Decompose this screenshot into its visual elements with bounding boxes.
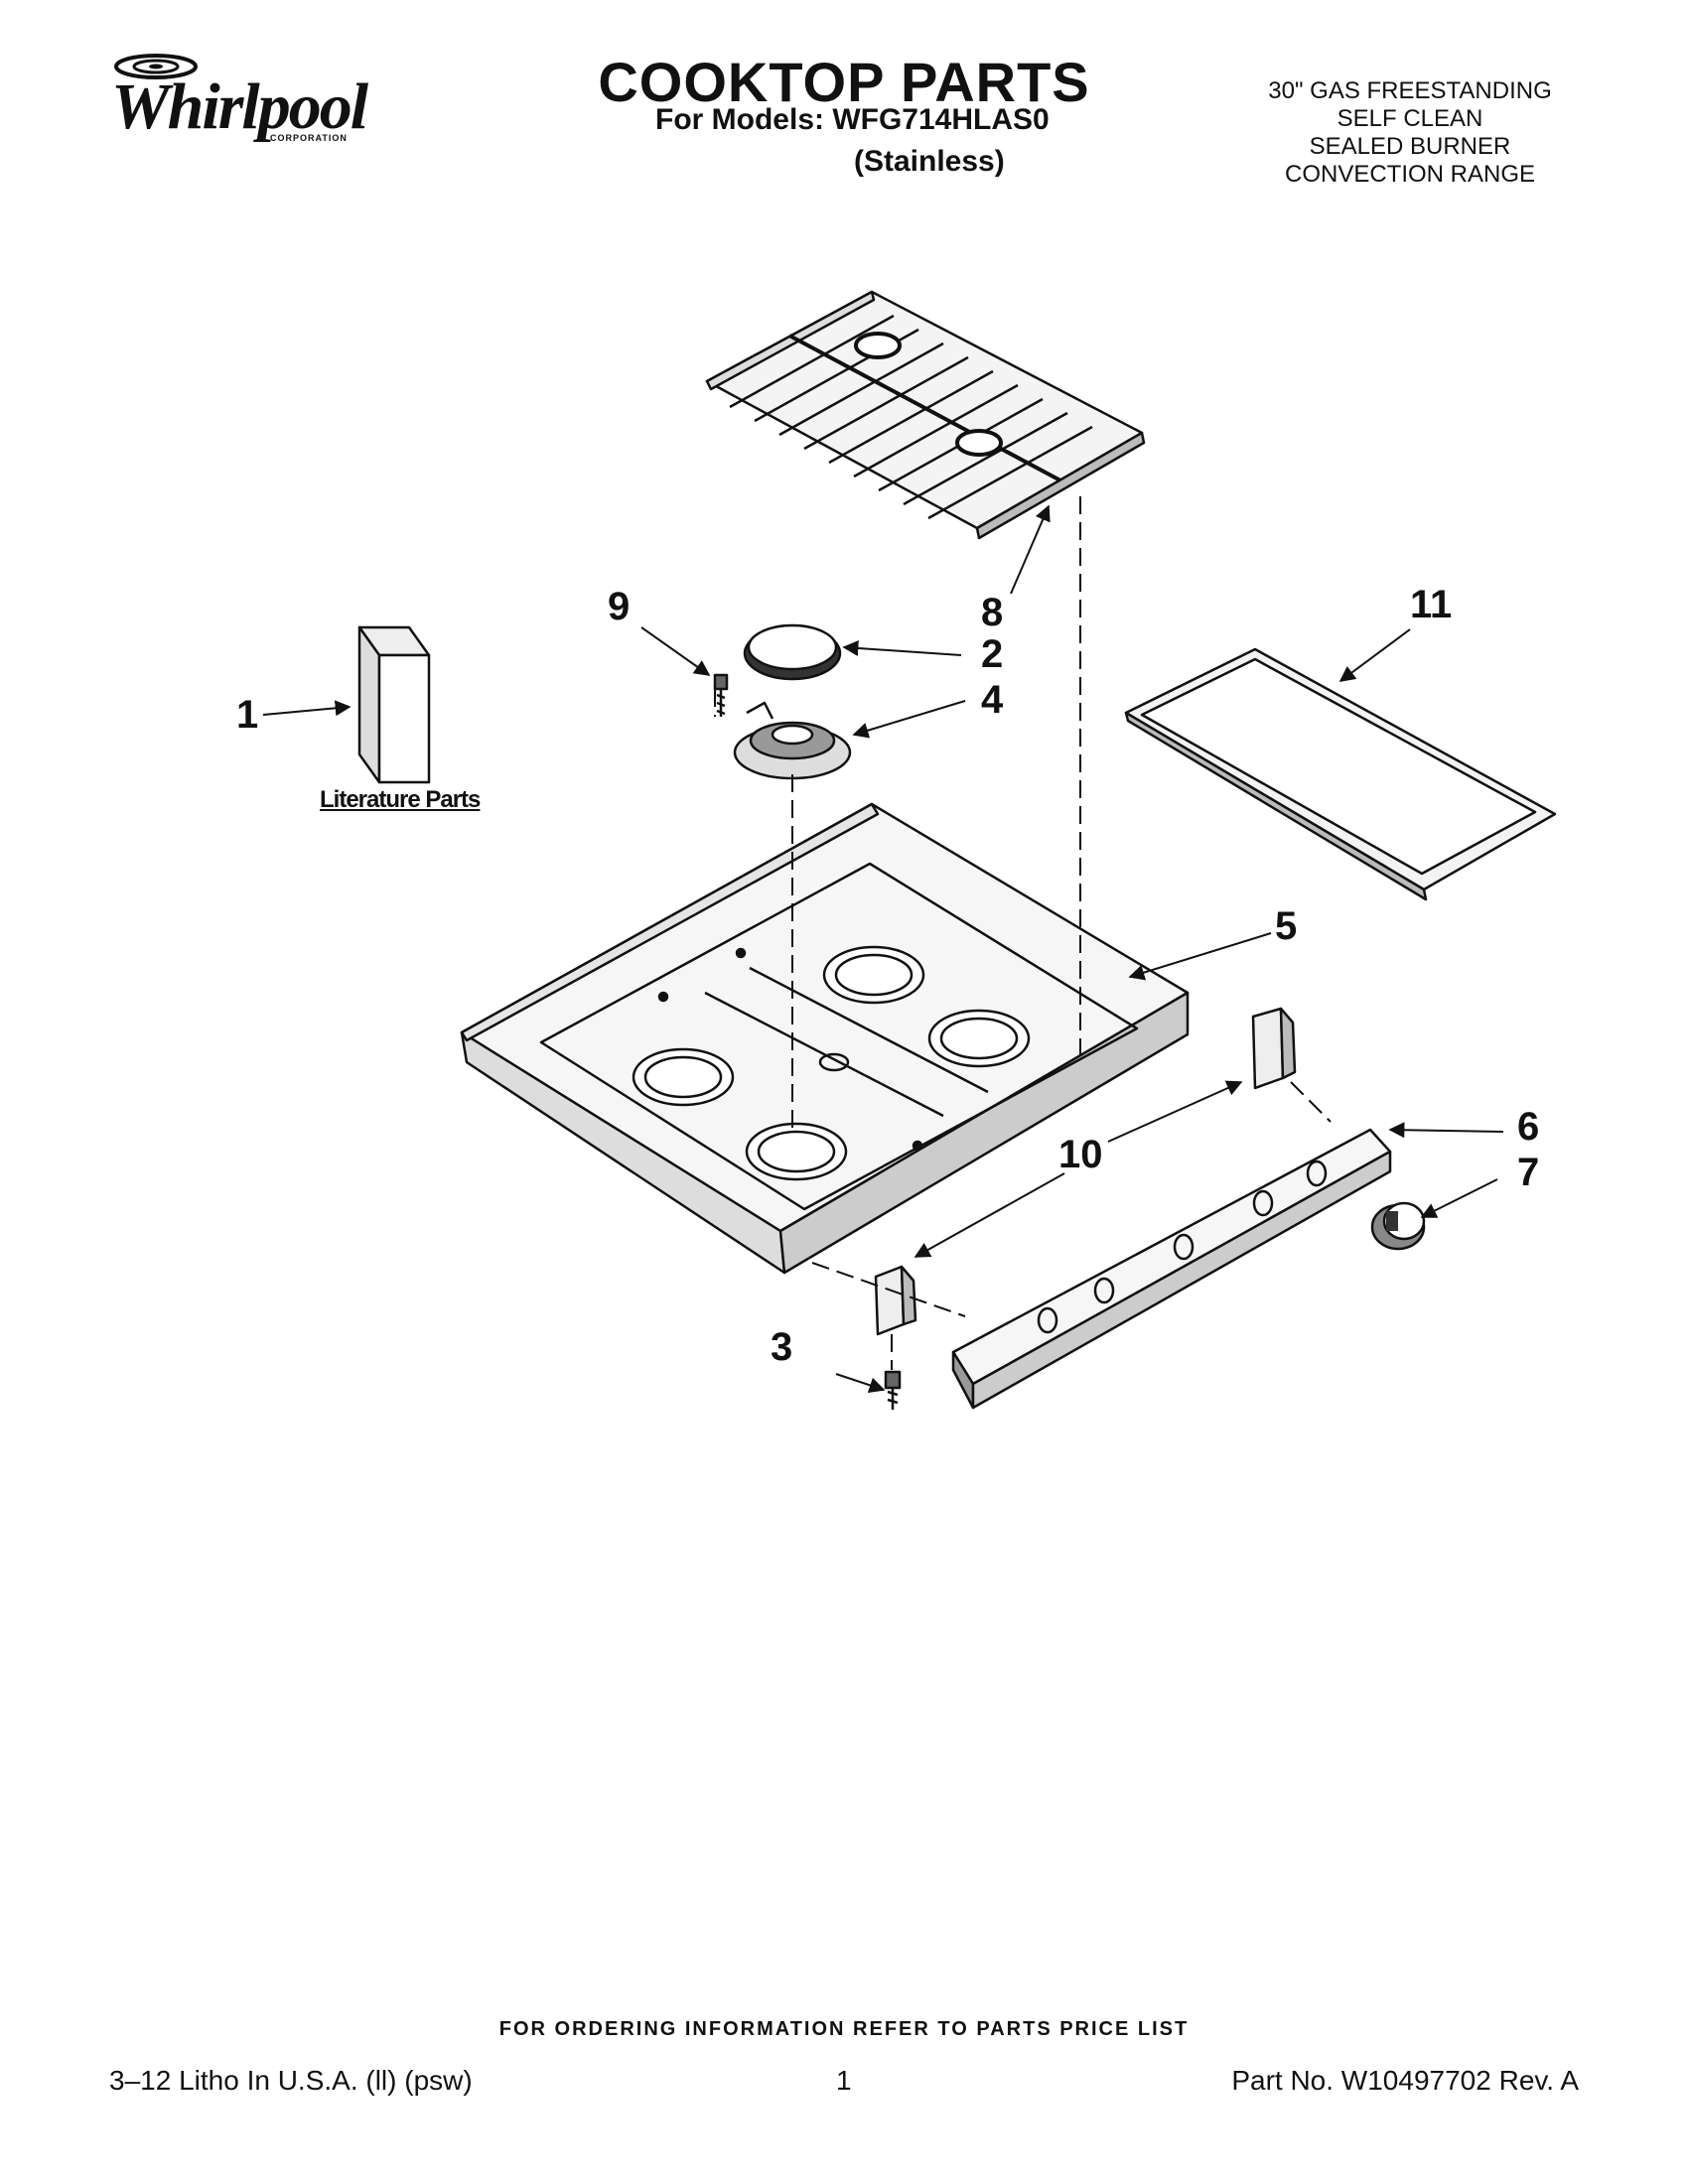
literature-booklet bbox=[357, 625, 431, 784]
callout-8: 8 bbox=[981, 591, 1003, 634]
page-number: 1 bbox=[836, 2065, 852, 2096]
burner-cap bbox=[743, 623, 842, 681]
manifold-panel bbox=[951, 1128, 1392, 1410]
callout-4: 4 bbox=[981, 678, 1004, 722]
callout-2: 2 bbox=[981, 632, 1003, 676]
burner-screw bbox=[713, 673, 729, 717]
description-line: SEALED BURNER bbox=[1309, 133, 1511, 160]
logo-wordmark: Whirlpool bbox=[111, 70, 368, 143]
logo-swirl-icon bbox=[114, 54, 198, 79]
cooktop-main-top bbox=[460, 802, 1190, 1275]
callout-9: 9 bbox=[608, 585, 630, 628]
models-line: For Models: WFG714HLAS0 bbox=[655, 103, 1050, 136]
callout-10: 10 bbox=[1058, 1133, 1103, 1176]
manifold-bracket bbox=[874, 1007, 1297, 1336]
variant-label: (Stainless) bbox=[854, 145, 1005, 178]
burner-grate bbox=[705, 290, 1146, 540]
callout-11: 11 bbox=[1410, 583, 1452, 626]
part-number: Part No. W10497702 Rev. A bbox=[1231, 2065, 1579, 2096]
callout-3: 3 bbox=[771, 1325, 792, 1369]
burner-base bbox=[733, 701, 852, 780]
griddle-tray bbox=[1124, 647, 1557, 901]
description-line: CONVECTION RANGE bbox=[1284, 161, 1536, 188]
ordering-note: FOR ORDERING INFORMATION REFER TO PARTS … bbox=[498, 2018, 1190, 2040]
logo-corporation: CORPORATION bbox=[270, 133, 348, 143]
litho-info: 3‒12 Litho In U.S.A. (ll) (psw) bbox=[109, 2065, 473, 2096]
range-description: 30" GAS FREESTANDING SELF CLEAN SEALED B… bbox=[1221, 77, 1599, 189]
bracket-screw bbox=[884, 1370, 902, 1410]
callout-1: 1 bbox=[236, 693, 258, 737]
control-knob bbox=[1370, 1201, 1426, 1251]
description-line: 30" GAS FREESTANDING bbox=[1268, 77, 1552, 104]
description-line: SELF CLEAN bbox=[1336, 105, 1483, 132]
page-title: COOKTOP PARTS bbox=[598, 51, 1090, 113]
literature-parts-label: Literature Parts bbox=[320, 786, 481, 813]
callout-7: 7 bbox=[1517, 1151, 1539, 1194]
callout-5: 5 bbox=[1275, 904, 1297, 948]
callout-6: 6 bbox=[1517, 1105, 1539, 1149]
